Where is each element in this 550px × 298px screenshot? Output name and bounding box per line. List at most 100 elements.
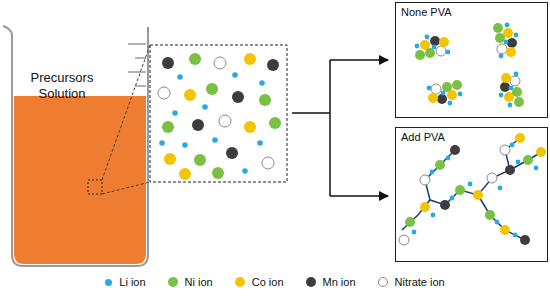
ion <box>450 196 455 201</box>
ion <box>432 45 437 50</box>
ion <box>158 87 170 99</box>
beaker-label: Precursors Solution <box>14 70 110 101</box>
ion <box>514 72 519 77</box>
ion <box>415 50 425 60</box>
ion <box>259 80 265 86</box>
ion <box>399 235 409 245</box>
ion <box>242 168 248 174</box>
ion <box>206 83 218 95</box>
ion <box>514 33 519 38</box>
ion <box>431 213 436 218</box>
legend-label: Co ion <box>252 276 284 288</box>
ion <box>515 133 525 143</box>
ion <box>442 82 452 92</box>
ion <box>262 157 274 169</box>
ion <box>412 230 417 235</box>
ion <box>504 40 509 45</box>
ion <box>162 57 174 69</box>
ion <box>512 87 522 97</box>
ion <box>437 94 447 104</box>
ion <box>441 91 446 96</box>
ion <box>468 182 473 187</box>
ion <box>212 167 224 179</box>
ion <box>405 217 415 227</box>
ion <box>430 36 440 46</box>
panel-title: Add PVA <box>401 131 542 144</box>
ion <box>439 37 449 47</box>
ion <box>500 225 510 235</box>
ion <box>523 155 533 165</box>
ion <box>440 200 450 210</box>
ion <box>425 48 435 58</box>
ion <box>177 74 183 80</box>
ion <box>446 50 451 55</box>
ion <box>244 53 256 65</box>
ion <box>505 23 510 28</box>
ion <box>189 53 201 65</box>
legend-label: Li ion <box>119 276 145 288</box>
ion <box>232 72 238 78</box>
ion <box>499 54 504 59</box>
ion <box>192 119 204 131</box>
ion <box>427 86 432 91</box>
ion <box>455 185 465 195</box>
ion <box>226 147 238 159</box>
ion <box>510 76 520 86</box>
ion <box>487 173 497 183</box>
ion <box>435 160 445 170</box>
result-panel: Add PVA <box>395 127 548 262</box>
ion <box>495 220 500 225</box>
ion <box>244 121 256 133</box>
ion <box>501 73 511 83</box>
ion <box>267 59 279 71</box>
ion <box>514 97 524 107</box>
legend-swatch <box>306 277 316 287</box>
ion <box>446 156 451 161</box>
ion <box>534 166 539 171</box>
ion <box>458 92 463 97</box>
ion <box>420 202 430 212</box>
legend-label: Mn ion <box>323 276 356 288</box>
ion <box>497 44 507 54</box>
ion <box>516 160 521 165</box>
ion <box>164 153 176 165</box>
pva-chain <box>425 150 455 200</box>
ion <box>179 168 191 180</box>
ion <box>448 101 453 106</box>
legend-item: Nitrate ion <box>378 276 445 288</box>
ion <box>219 115 231 127</box>
ion <box>495 33 505 43</box>
pva-chain <box>478 195 525 240</box>
legend-label: Ni ion <box>185 276 213 288</box>
ion <box>507 38 517 48</box>
beaker <box>3 26 148 266</box>
legend-item: Li ion <box>105 276 145 288</box>
legend: Li ion Ni ion Co ion Mn ion Nitrate ion <box>0 276 550 288</box>
solution-label: Precursors Solution <box>16 70 108 101</box>
legend-label: Nitrate ion <box>395 276 445 288</box>
pva-chain <box>402 150 545 230</box>
ion <box>172 110 178 116</box>
ions <box>158 23 546 245</box>
ion <box>214 57 226 69</box>
ion <box>428 93 438 103</box>
legend-swatch <box>235 277 245 287</box>
legend-swatch <box>105 279 112 286</box>
ion <box>509 86 514 91</box>
branch-arrow <box>292 60 388 196</box>
ion <box>500 145 510 155</box>
legend-item: Co ion <box>235 276 284 288</box>
ion <box>536 147 546 157</box>
ion <box>520 235 530 245</box>
ion <box>510 143 515 148</box>
ion <box>431 84 441 94</box>
ion <box>506 47 516 57</box>
ion <box>498 186 503 191</box>
ion <box>184 89 196 101</box>
panel-title: None PVA <box>401 6 542 19</box>
ion <box>420 175 430 185</box>
legend-item: Mn ion <box>306 276 356 288</box>
ion <box>257 140 263 146</box>
ion <box>485 210 495 220</box>
